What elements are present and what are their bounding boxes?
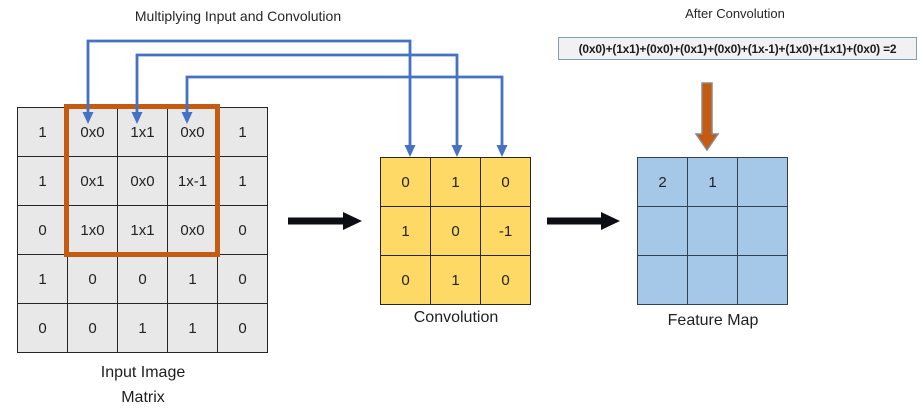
matrix-cell: 1 bbox=[118, 304, 167, 352]
after-convolution-title: After Convolution bbox=[685, 6, 785, 21]
matrix-cell: 0 bbox=[68, 304, 117, 352]
matrix-cell bbox=[738, 158, 787, 206]
formula-text: (0x0)+(1x1)+(0x0)+(0x1)+(0x0)+(1x-1)+(1x… bbox=[578, 41, 897, 56]
matrix-cell: 0 bbox=[218, 304, 267, 352]
matrix-cell: 1 bbox=[18, 255, 67, 303]
result-arrow bbox=[694, 82, 720, 152]
matrix-cell: 0x1 bbox=[68, 157, 117, 205]
matrix-cell: 1 bbox=[18, 108, 67, 156]
connector-arrowhead-kernel-3 bbox=[496, 145, 508, 157]
matrix-cell: 0x0 bbox=[168, 108, 217, 156]
matrix-cell bbox=[688, 207, 737, 255]
connector-arrowhead-kernel-1 bbox=[404, 145, 416, 157]
convolution-label: Convolution bbox=[413, 309, 499, 326]
matrix-cell: 1 bbox=[381, 207, 430, 255]
matrix-cell: 1 bbox=[688, 158, 737, 206]
result-arrow-shape bbox=[694, 82, 720, 152]
flow-arrow-2-head bbox=[601, 212, 620, 230]
flow-arrow-1-head bbox=[343, 212, 362, 230]
matrix-cell: 0 bbox=[68, 255, 117, 303]
matrix-cell: 1x1 bbox=[118, 108, 167, 156]
matrix-cell bbox=[688, 256, 737, 304]
matrix-cell: 1 bbox=[218, 157, 267, 205]
matrix-cell: 0 bbox=[18, 304, 67, 352]
formula-box: (0x0)+(1x1)+(0x0)+(0x1)+(0x0)+(1x-1)+(1x… bbox=[558, 37, 917, 60]
input-matrix-label-line1: Input Image bbox=[100, 364, 186, 381]
connector-arrowhead-kernel-2 bbox=[451, 145, 463, 157]
input-matrix-label: Input Image Matrix bbox=[101, 360, 186, 410]
matrix-cell: 0 bbox=[18, 206, 67, 254]
matrix-cell: -1 bbox=[481, 207, 530, 255]
matrix-cell: 0x0 bbox=[68, 108, 117, 156]
matrix-cell bbox=[638, 256, 687, 304]
matrix-cell: 1x1 bbox=[118, 206, 167, 254]
matrix-cell: 0 bbox=[381, 256, 430, 304]
matrix-cell: 1 bbox=[18, 157, 67, 205]
matrix-cell bbox=[738, 207, 787, 255]
matrix-cell: 0 bbox=[431, 207, 480, 255]
matrix-cell: 1 bbox=[218, 108, 267, 156]
matrix-cell: 0 bbox=[481, 256, 530, 304]
matrix-cell: 0 bbox=[218, 206, 267, 254]
matrix-cell: 1 bbox=[431, 158, 480, 206]
multiply-title: Multiplying Input and Convolution bbox=[134, 8, 342, 24]
matrix-cell: 0x0 bbox=[168, 206, 217, 254]
matrix-cell: 0 bbox=[218, 255, 267, 303]
matrix-cell bbox=[738, 256, 787, 304]
matrix-cell: 1 bbox=[431, 256, 480, 304]
matrix-cell bbox=[638, 207, 687, 255]
matrix-cell: 1 bbox=[168, 304, 217, 352]
matrix-cell: 2 bbox=[638, 158, 687, 206]
matrix-cell: 0x0 bbox=[118, 157, 167, 205]
matrix-cell: 1x-1 bbox=[168, 157, 217, 205]
feature-map-label: Feature Map bbox=[667, 312, 759, 329]
matrix-cell: 0 bbox=[381, 158, 430, 206]
matrix-cell: 1x0 bbox=[68, 206, 117, 254]
input-matrix-label-line2: Matrix bbox=[121, 389, 165, 406]
matrix-cell: 0 bbox=[118, 255, 167, 303]
matrix-cell: 0 bbox=[481, 158, 530, 206]
matrix-cell: 1 bbox=[168, 255, 217, 303]
